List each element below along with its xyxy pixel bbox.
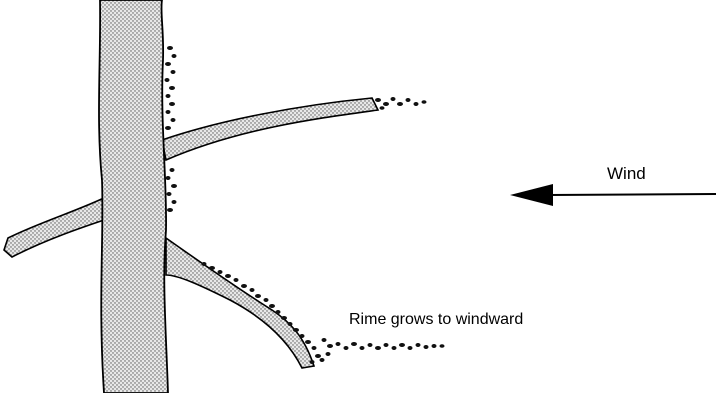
lower-branch xyxy=(166,238,314,368)
wind-label: Wind xyxy=(607,164,646,184)
left-branch xyxy=(4,196,110,257)
rime-upper-branch-tip xyxy=(375,97,427,110)
tree-trunk xyxy=(99,0,168,393)
rime-caption: Rime grows to windward xyxy=(349,311,523,329)
rime-trunk-upper xyxy=(165,46,177,130)
upper-branch xyxy=(162,98,378,160)
rime-trunk-middle xyxy=(166,168,178,212)
wind-direction-arrow-icon xyxy=(510,184,716,206)
